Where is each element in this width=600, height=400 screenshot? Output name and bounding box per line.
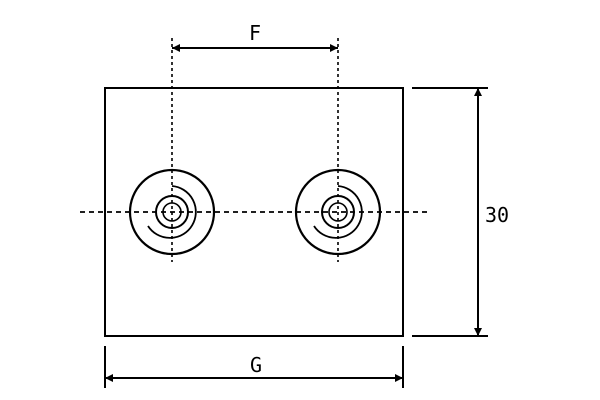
- dimension-label-f: F: [249, 21, 261, 45]
- dimension-label-g: G: [250, 353, 262, 377]
- right-hole-symbol: [294, 168, 382, 256]
- dimension-label-30: 30: [485, 203, 509, 227]
- left-hole-symbol: [128, 168, 216, 256]
- plate-outline: [104, 87, 404, 337]
